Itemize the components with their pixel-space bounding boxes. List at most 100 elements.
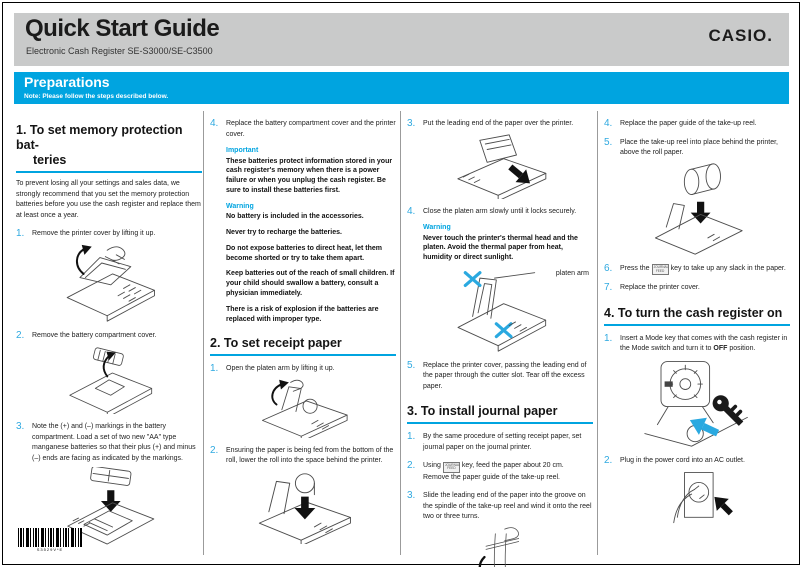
illustration-lower-paper-roll	[210, 470, 396, 544]
step: 5. Place the take-up reel into place beh…	[604, 137, 790, 159]
platen-arm-label: platen arm	[555, 269, 589, 277]
warning-label: Warning	[226, 202, 254, 210]
step-text-after-key: key, feed the paper about 20 cm.	[461, 462, 564, 470]
step-number: 2.	[16, 329, 25, 341]
illustration-mode-switch-key	[604, 358, 790, 448]
step: 2. Plug in the power cord into an AC out…	[604, 455, 790, 467]
page-subtitle: Electronic Cash Register SE-S3000/SE-C35…	[26, 46, 213, 56]
step: 4. Replace the paper guide of the take-u…	[604, 118, 790, 130]
step-number: 1.	[407, 431, 416, 443]
step: 1. Insert a Mode key that comes with the…	[604, 333, 790, 355]
step-number: 2.	[210, 444, 219, 456]
step: 1. Open the platen arm by lifting it up.	[210, 363, 396, 375]
illustration-ac-outlet	[604, 469, 790, 537]
illustration-platen-arm: platen arm	[407, 269, 593, 353]
illustration-load-batteries	[16, 467, 202, 553]
step-number: 1.	[604, 332, 613, 344]
step: 5. Replace the printer cover, passing th…	[407, 360, 593, 393]
step-number: 2.	[604, 454, 613, 466]
warning-text: Do not expose batteries to direct heat, …	[226, 244, 382, 262]
step-text: Open the platen arm by lifting it up.	[226, 365, 335, 373]
step-number: 6.	[604, 262, 613, 274]
section-3-heading: 3. To install journal paper	[407, 404, 593, 425]
banner-note: Note: Please follow the steps described …	[24, 93, 169, 100]
step-text: Insert a Mode key that comes with the ca…	[620, 333, 790, 355]
warning-text: There is a risk of explosion if the batt…	[226, 305, 379, 323]
section-1-heading-line1: 1. To set memory protection bat-	[16, 123, 183, 152]
section-2-heading: 2. To set receipt paper	[210, 336, 396, 357]
illustration-paper-over-printer	[407, 133, 593, 199]
important-text: These batteries protect information stor…	[226, 157, 393, 194]
section-4-heading: 4. To turn the cash register on	[604, 306, 790, 326]
section-1-intro: To prevent losing all your settings and …	[16, 180, 201, 219]
warning-text: No battery is included in the accessorie…	[226, 213, 364, 221]
step-text: Plug in the power cord into an AC outlet…	[620, 456, 745, 464]
step: 4. Replace the battery compartment cover…	[210, 118, 396, 140]
warning-text: Keep batteries out of the reach of small…	[226, 270, 395, 297]
step-text-pre: Insert a Mode key that comes with the ca…	[620, 334, 788, 353]
step-number: 4.	[604, 118, 613, 129]
column-1: 1. To set memory protection bat- teries …	[16, 111, 202, 554]
step-text: By the same procedure of setting receipt…	[423, 433, 582, 451]
column-divider	[400, 111, 401, 555]
off-position-text: OFF	[713, 345, 728, 353]
step: 2. Remove the battery compartment cover.	[16, 330, 202, 342]
banner-title: Preparations	[24, 74, 110, 90]
step-number: 3.	[407, 490, 416, 502]
step-text-before-key: Using	[423, 462, 441, 470]
column-3: 3. Put the leading end of the paper over…	[407, 111, 593, 567]
step-text: Note the (+) and (–) markings in the bat…	[32, 423, 196, 462]
step: 1. By the same procedure of setting rece…	[407, 431, 593, 453]
step-text: Remove the battery compartment cover.	[32, 331, 157, 339]
illustration-remove-battery-cover	[16, 344, 202, 414]
step-text: Put the leading end of the paper over th…	[423, 120, 574, 127]
step-number: 1.	[210, 363, 219, 375]
barcode-text: S3529V*E	[36, 547, 64, 552]
column-divider	[597, 111, 598, 555]
step-text: Replace the printer cover.	[620, 284, 700, 292]
step-number: 2.	[407, 460, 416, 472]
step-number: 1.	[16, 228, 25, 239]
step-text-after-key: key to take up any slack in the paper.	[670, 264, 786, 272]
step-text: Close the platen arm slowly until it loc…	[423, 207, 577, 215]
step-text: Replace the printer cover, passing the l…	[423, 361, 587, 390]
step-number: 4.	[210, 118, 219, 129]
preparations-banner: Preparations Note: Please follow the ste…	[14, 72, 789, 104]
illustration-wind-paper-on-reel	[407, 526, 593, 567]
step: 4. Close the platen arm slowly until it …	[407, 206, 593, 218]
step: 7. Replace the printer cover.	[604, 282, 790, 294]
warning-label: Warning	[423, 224, 451, 231]
illustration-open-platen-arm	[210, 378, 396, 438]
step-text: Remove the printer cover by lifting it u…	[32, 230, 156, 237]
step-text: Replace the paper guide of the take-up r…	[620, 120, 757, 127]
important-label: Important	[226, 147, 259, 154]
illustration-remove-printer-cover	[16, 243, 202, 323]
section-1-heading: 1. To set memory protection bat- teries	[16, 123, 202, 173]
step: 3. Note the (+) and (–) markings in the …	[16, 421, 202, 464]
journal-feed-key-icon: JOURNAL FEED	[651, 263, 669, 276]
step-text-post: position.	[727, 345, 756, 353]
casio-logo: CASIO.	[708, 26, 773, 45]
warning-text: Never touch the printer's thermal head a…	[423, 234, 578, 262]
step-number: 3.	[16, 421, 25, 432]
warning-text: Never try to recharge the batteries.	[226, 228, 342, 236]
step: 2. Ensuring the paper is being fed from …	[210, 445, 396, 467]
step-text: Place the take-up reel into place behind…	[620, 138, 778, 157]
step-text-line2: Remove the paper guide of the take-up re…	[423, 473, 560, 481]
barcode	[18, 528, 82, 547]
header-band: Quick Start Guide Electronic Cash Regist…	[14, 13, 789, 66]
step-number: 3.	[407, 118, 416, 129]
step-text: Ensuring the paper is being fed from the…	[226, 446, 394, 465]
section-1-heading-line2: teries	[33, 153, 67, 167]
step: 3. Put the leading end of the paper over…	[407, 118, 593, 130]
step-number: 5.	[407, 359, 416, 371]
step: 3. Slide the leading end of the paper in…	[407, 490, 593, 523]
step: 1. Remove the printer cover by lifting i…	[16, 228, 202, 240]
step-number: 4.	[407, 205, 416, 217]
step-number: 7.	[604, 282, 613, 294]
